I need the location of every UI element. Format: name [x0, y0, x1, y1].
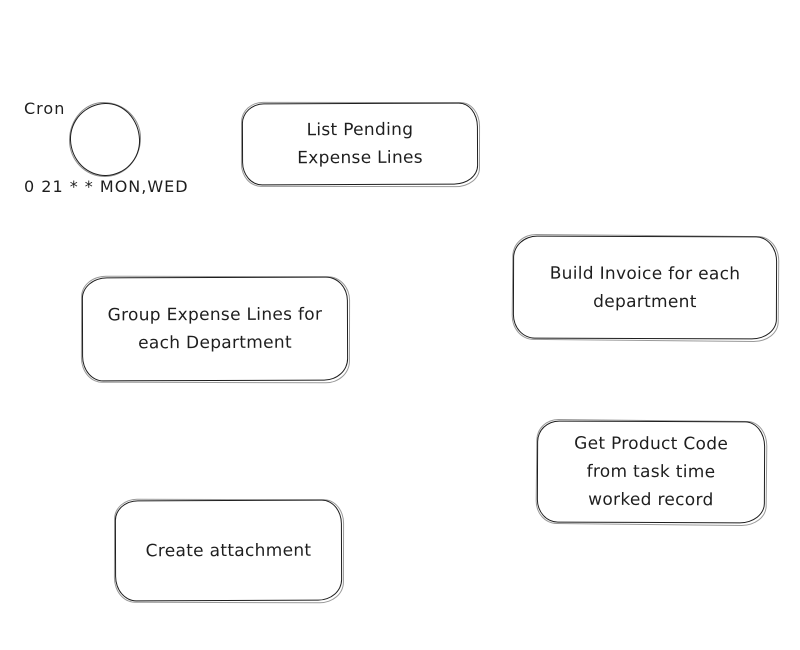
- node-group-expense-lines-for-each-department[interactable]: Group Expense Lines for each Department: [81, 276, 349, 382]
- node-get-product-code-from-task-time-worked-record[interactable]: Get Product Code from task time worked r…: [536, 420, 766, 524]
- node-build-invoice-for-each-department[interactable]: Build Invoice for each department: [512, 235, 778, 340]
- node-label: Get Product Code from task time worked r…: [574, 433, 729, 511]
- cron-trigger-annotation: Cron 0 21 * * MON,WED: [24, 44, 189, 252]
- node-label: Group Expense Lines for each Department: [107, 304, 323, 354]
- cron-trigger-title: Cron: [24, 99, 66, 118]
- node-create-attachment[interactable]: Create attachment: [114, 499, 343, 602]
- node-label: Create attachment: [145, 540, 312, 561]
- node-label: Build Invoice for each department: [549, 263, 741, 312]
- cron-schedule-expression: 0 21 * * MON,WED: [24, 177, 189, 196]
- node-list-pending-expense-lines[interactable]: List Pending Expense Lines: [241, 102, 479, 186]
- node-label: List Pending Expense Lines: [297, 119, 423, 169]
